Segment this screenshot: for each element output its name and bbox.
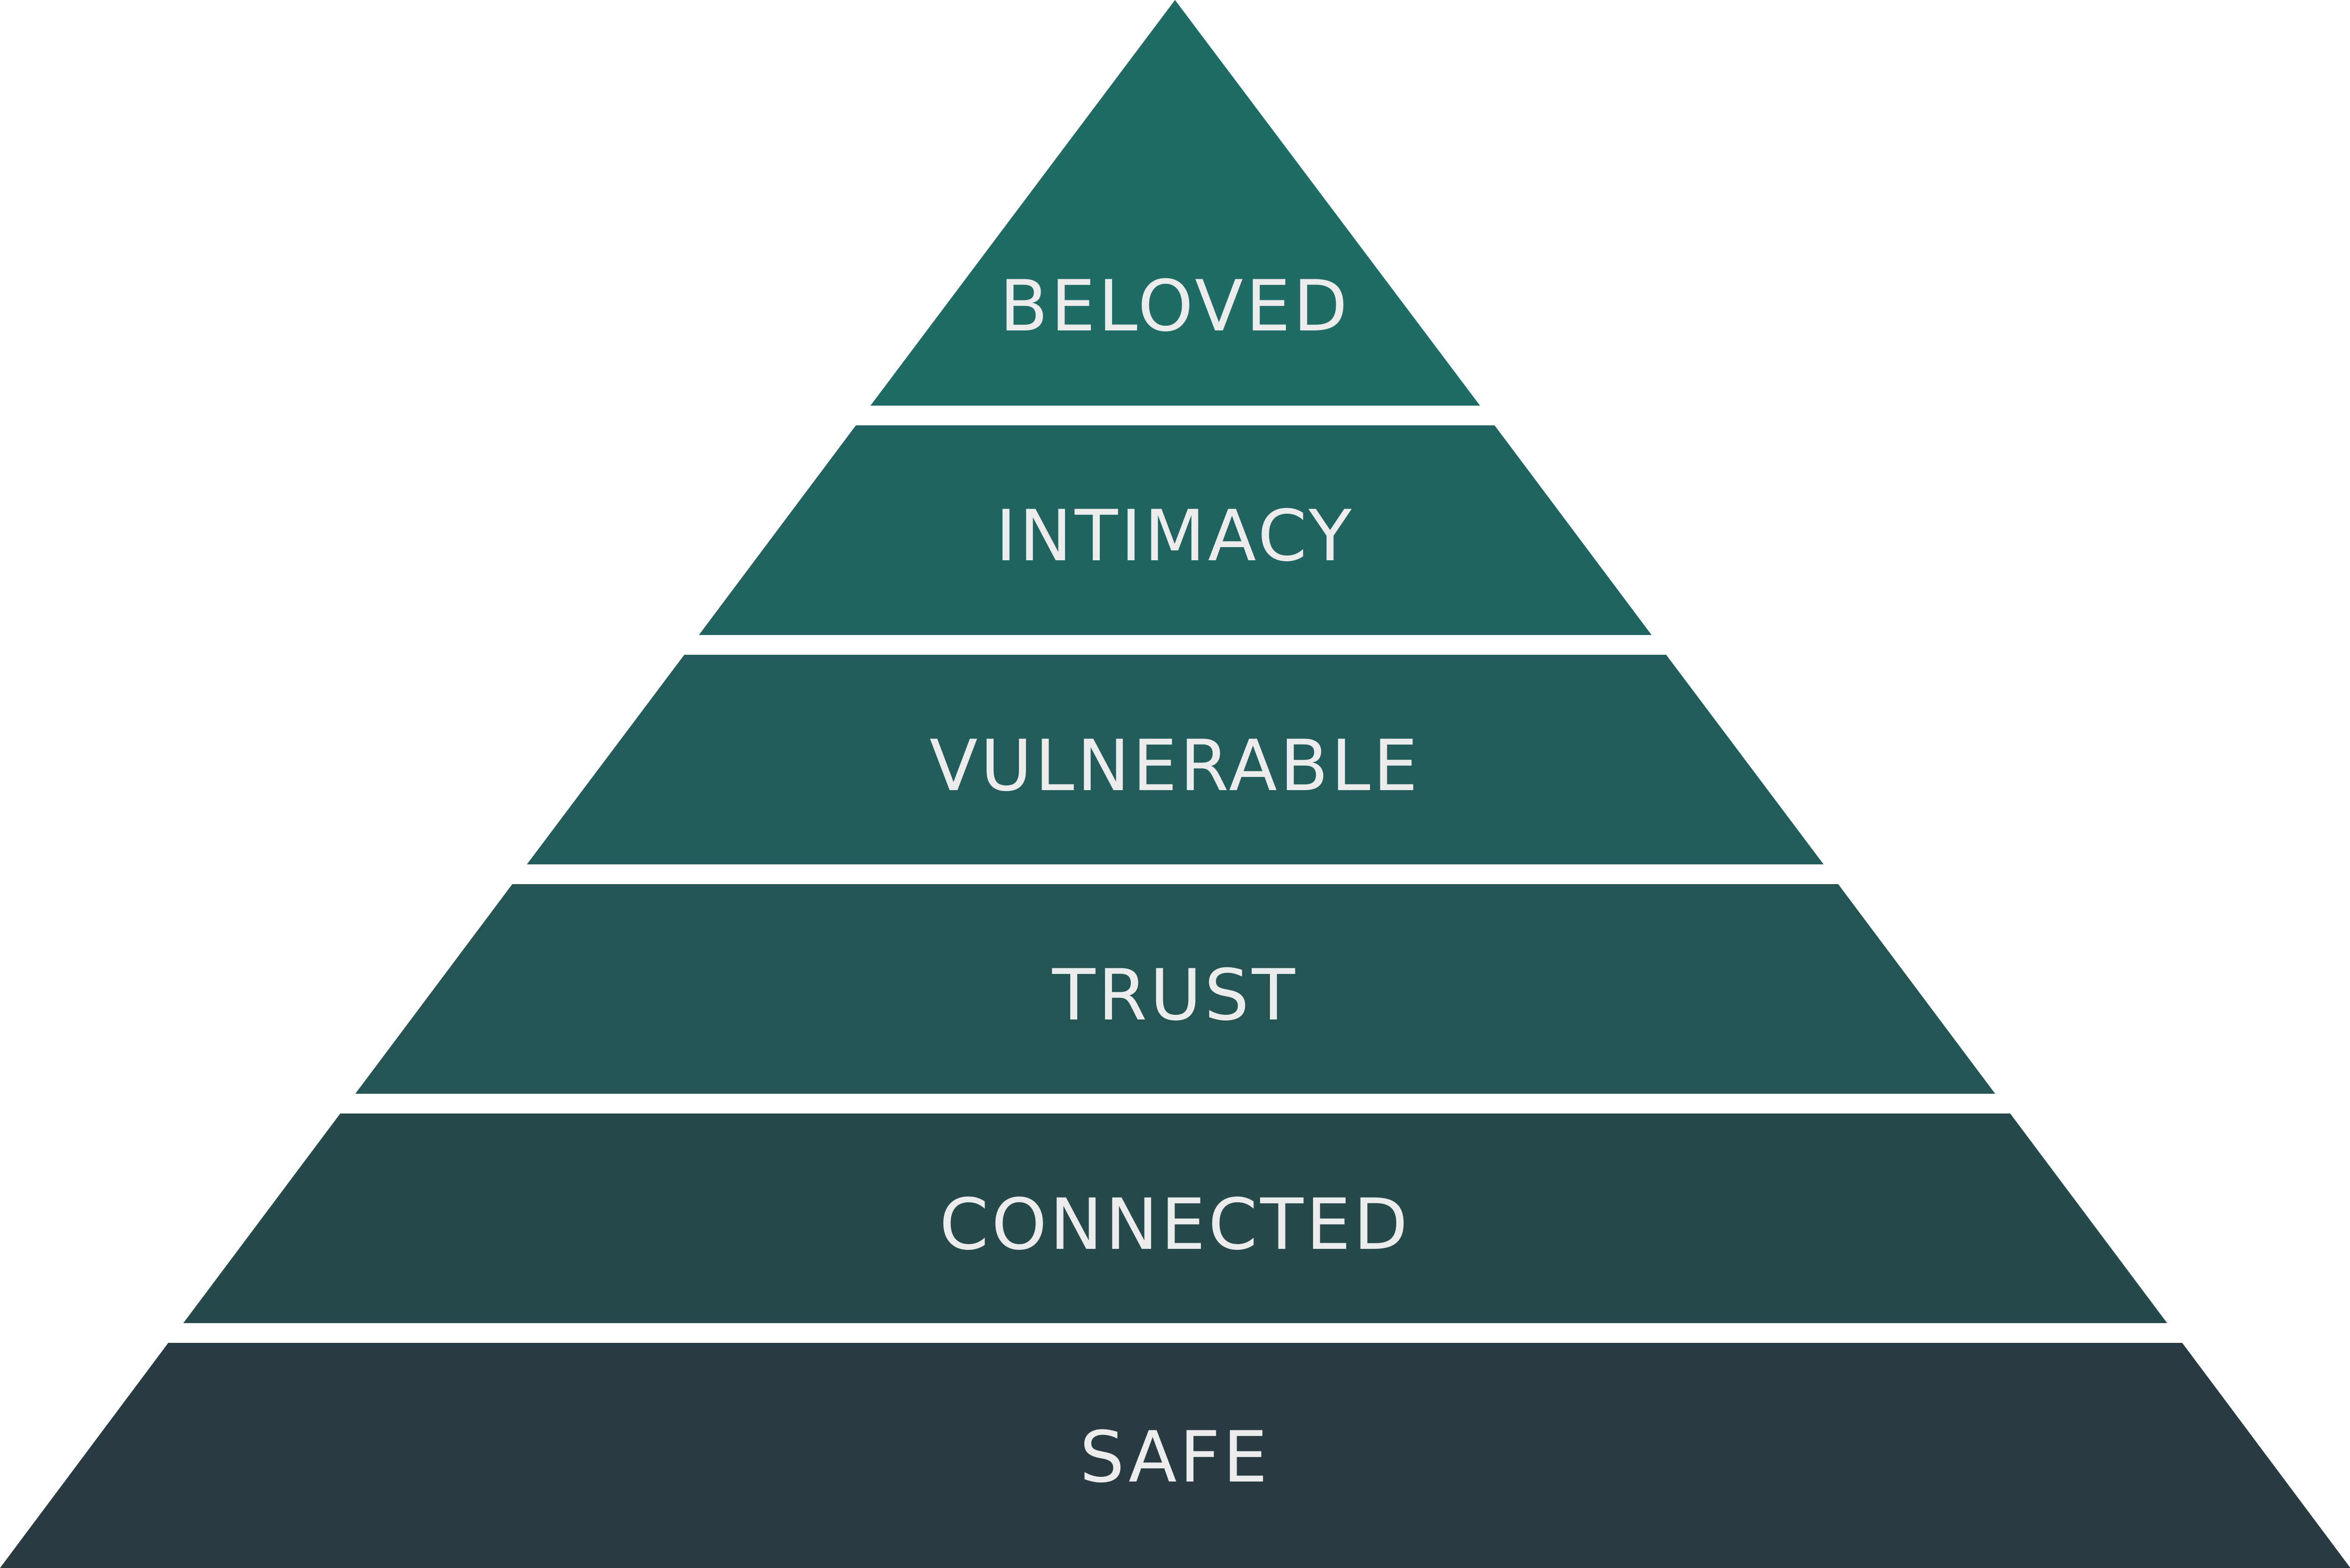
layer-trust-shape <box>355 884 1995 1094</box>
layer-vulnerable-shape <box>527 655 1824 864</box>
layer-safe-shape <box>0 1343 2350 1568</box>
layer-intimacy-shape <box>699 425 1652 635</box>
layer-safe-label: SAFE <box>1080 1417 1270 1498</box>
layer-vulnerable-label: VULNERABLE <box>930 725 1421 807</box>
layer-connected-shape <box>183 1113 2167 1323</box>
layer-beloved-shape <box>870 0 1480 406</box>
layer-trust-label: TRUST <box>1052 955 1298 1036</box>
layer-intimacy-label: INTIMACY <box>995 495 1354 577</box>
layer-beloved-label: BELOVED <box>1000 266 1350 347</box>
layer-connected-label: CONNECTED <box>940 1184 1411 1266</box>
